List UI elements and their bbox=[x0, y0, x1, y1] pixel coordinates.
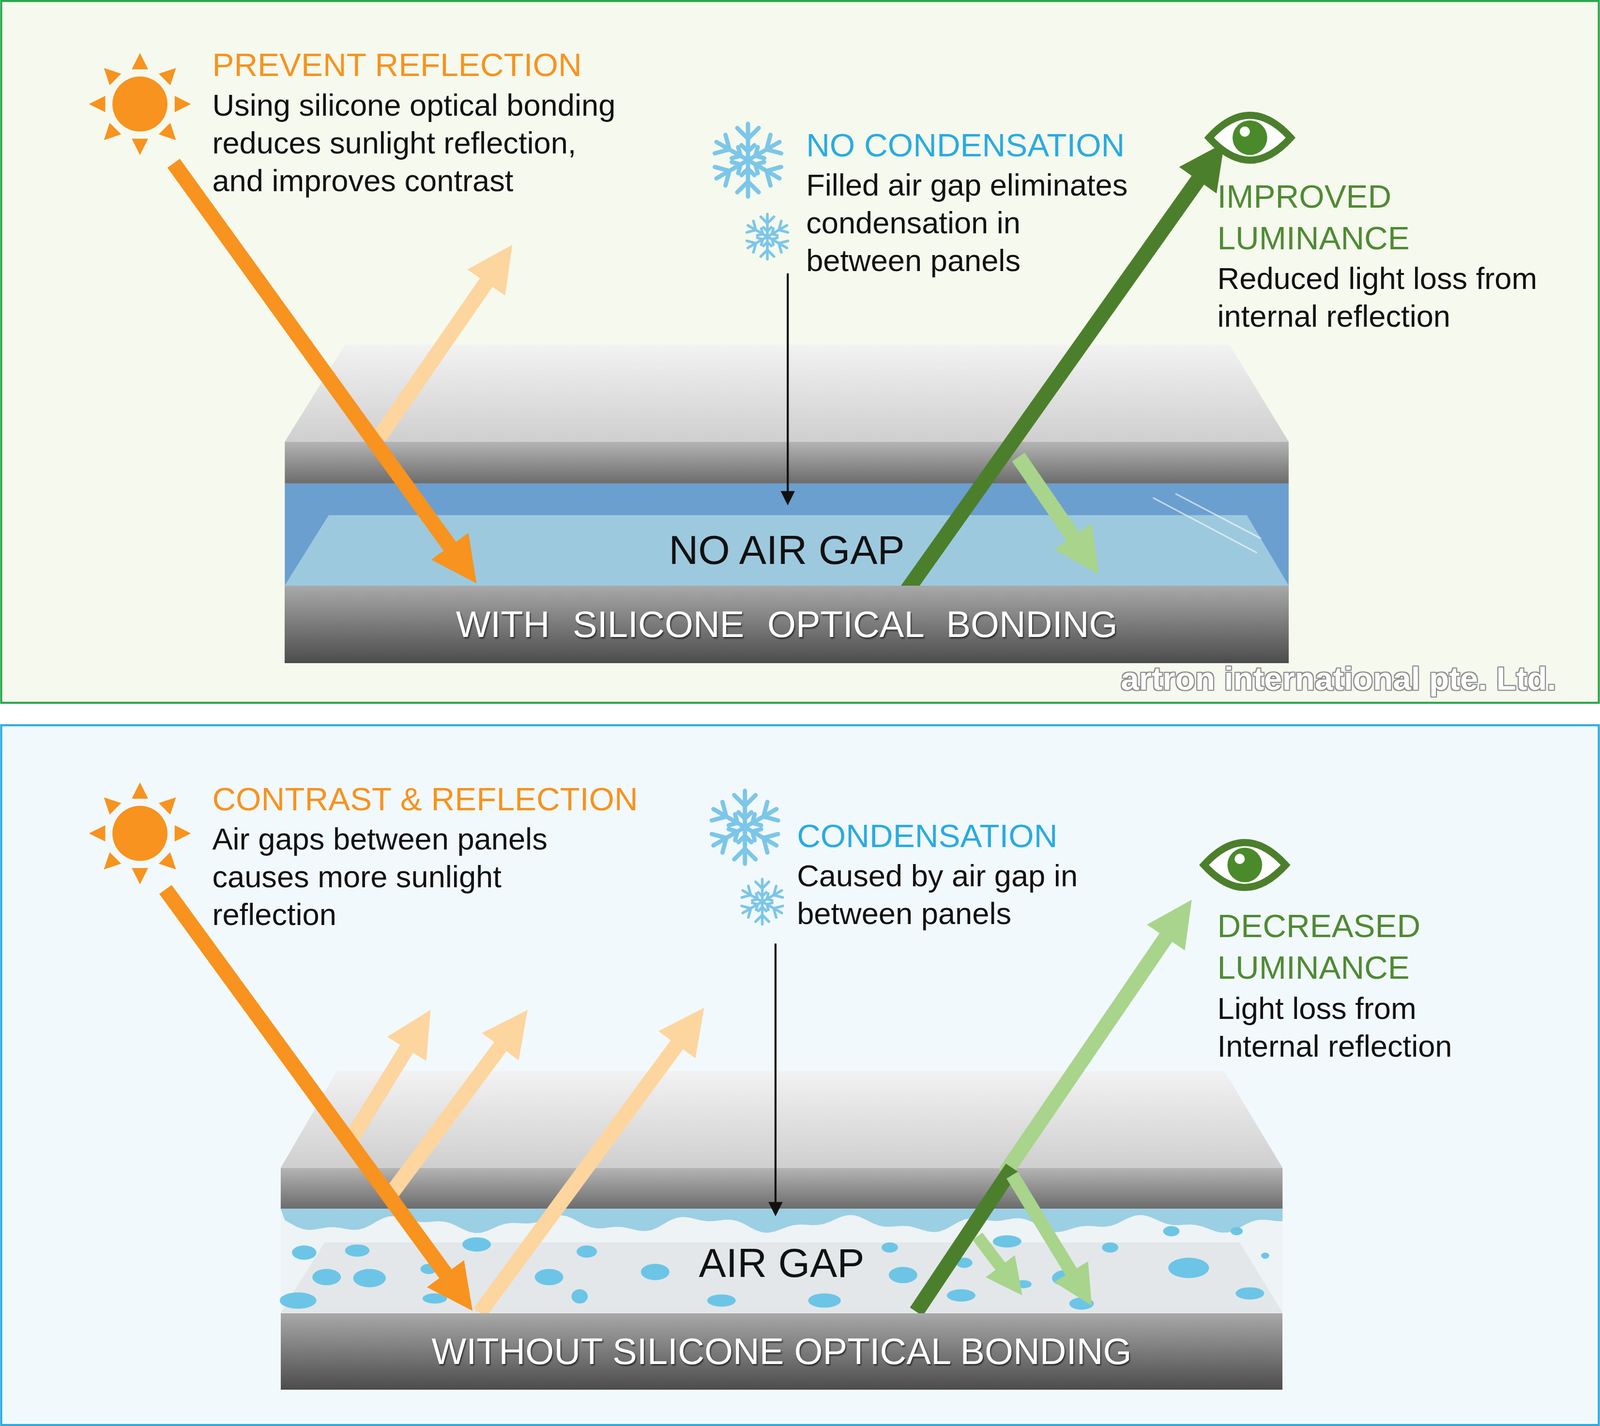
droplet bbox=[291, 1245, 317, 1261]
display-panel: WITHOUT SILICONE OPTICAL BONDING bbox=[280, 1313, 1283, 1390]
sun-icon bbox=[89, 782, 192, 885]
callout-text: Using silicone optical bonding reduces s… bbox=[212, 86, 631, 200]
top-panel bbox=[0, 0, 1599, 703]
light-arrow bbox=[1012, 1175, 1078, 1283]
node-text: NO AIR GAP bbox=[668, 526, 905, 574]
light-arrow bbox=[774, 943, 777, 1208]
droplet bbox=[881, 1242, 899, 1253]
callout-text: Caused by air gap in between panels bbox=[796, 857, 1093, 933]
droplet bbox=[1235, 1287, 1265, 1300]
display-panel: WITH SILICONE OPTICAL BONDING bbox=[284, 585, 1289, 664]
bonding-layer-label: NO AIR GAP bbox=[284, 483, 1289, 586]
snowflake-icon bbox=[739, 879, 785, 925]
callout-heading: IMPROVED LUMINANCE bbox=[1217, 175, 1483, 260]
node-text: WITHOUT SILICONE OPTICAL BONDING bbox=[431, 1330, 1132, 1373]
droplet bbox=[946, 1289, 976, 1302]
droplet bbox=[1069, 1297, 1095, 1310]
light-arrow bbox=[1005, 926, 1174, 1174]
icons bbox=[89, 53, 1291, 925]
droplet bbox=[345, 1244, 370, 1257]
sun-icon bbox=[89, 53, 192, 156]
callout-text: Air gaps between panels causes more sunl… bbox=[212, 820, 564, 934]
light-arrow bbox=[173, 163, 458, 558]
eye-icon bbox=[1209, 115, 1292, 161]
droplet bbox=[312, 1268, 341, 1286]
droplet bbox=[1261, 1252, 1270, 1260]
droplet bbox=[1163, 1226, 1180, 1237]
light-arrow bbox=[977, 1236, 1007, 1276]
bottom-panel bbox=[0, 725, 1599, 1426]
droplet bbox=[1230, 1227, 1243, 1236]
light-arrow bbox=[165, 889, 454, 1286]
droplet bbox=[353, 1268, 386, 1288]
callout-heading: NO CONDENSATION bbox=[806, 124, 1174, 167]
droplet bbox=[707, 1294, 736, 1307]
callout-heading: PREVENT REFLECTION bbox=[212, 44, 651, 86]
droplet bbox=[1015, 1280, 1032, 1289]
glass-edge bbox=[280, 1168, 1283, 1209]
snowflake-icon bbox=[711, 123, 785, 197]
droplet bbox=[1101, 1242, 1119, 1253]
callout-heading: CONDENSATION bbox=[796, 815, 1144, 857]
droplet bbox=[571, 1289, 588, 1305]
light-arrow bbox=[916, 1168, 1013, 1312]
droplet bbox=[1168, 1257, 1209, 1279]
light-arrow bbox=[379, 271, 494, 437]
droplet bbox=[888, 1266, 918, 1284]
droplet bbox=[279, 1292, 317, 1310]
callout-text: Reduced light loss from internal reflect… bbox=[1217, 259, 1565, 336]
droplet bbox=[422, 1293, 448, 1304]
node-text: WITH SILICONE OPTICAL BONDING bbox=[456, 603, 1118, 646]
light-arrow bbox=[351, 1037, 414, 1138]
callout-text: Light loss from Internal reflection bbox=[1217, 990, 1478, 1066]
droplet bbox=[807, 1293, 841, 1309]
droplet bbox=[640, 1264, 670, 1281]
snowflake-icon bbox=[707, 791, 782, 864]
eye-icon bbox=[1203, 842, 1286, 888]
callout-heading: CONTRAST & REFLECTION bbox=[212, 778, 661, 821]
light-arrow bbox=[479, 1033, 686, 1313]
light-arrow bbox=[786, 273, 789, 497]
water-film bbox=[280, 1208, 1283, 1234]
light-arrow bbox=[389, 1036, 509, 1196]
droplet bbox=[534, 1268, 564, 1286]
callout-text: Filled air gap eliminates condensation i… bbox=[806, 166, 1135, 280]
snowflake-icon bbox=[744, 213, 791, 260]
droplet bbox=[462, 1237, 491, 1252]
air-gap-label: AIR GAP bbox=[280, 1209, 1283, 1314]
node-text: AIR GAP bbox=[699, 1239, 865, 1287]
condensation-water bbox=[280, 1208, 1283, 1234]
light-arrow bbox=[1018, 457, 1081, 549]
light-arrows bbox=[165, 163, 1206, 1313]
callout-heading: DECREASED LUMINANCE bbox=[1217, 905, 1483, 990]
droplet bbox=[576, 1245, 597, 1258]
droplet bbox=[992, 1235, 1022, 1248]
glass-top-face bbox=[280, 1071, 1283, 1169]
glare-lines bbox=[1153, 493, 1262, 553]
watermark: artron international pte. Ltd. bbox=[1020, 660, 1557, 698]
